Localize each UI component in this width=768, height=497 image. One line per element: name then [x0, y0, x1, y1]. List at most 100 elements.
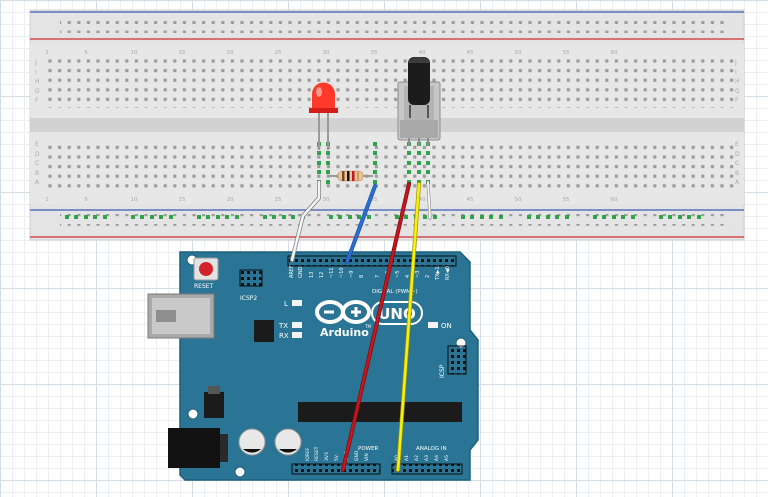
- mounting-hole: [187, 408, 199, 420]
- digital-pin-label: 13: [309, 272, 315, 278]
- icsp-header: [447, 345, 467, 375]
- resistor[interactable]: [328, 170, 373, 182]
- row-letter: J: [734, 59, 737, 66]
- column-number: 1: [45, 50, 49, 56]
- analog-pin-label: A3: [424, 455, 430, 461]
- bottom-terminal-holes: [44, 140, 736, 190]
- atmega-chip: [298, 402, 462, 422]
- mounting-hole: [234, 466, 246, 478]
- column-number: 1: [45, 197, 49, 203]
- column-number: 35: [371, 197, 378, 203]
- column-number: 55: [563, 197, 570, 203]
- onboard-led-tx: [292, 322, 302, 328]
- top-rail-holes: [60, 18, 730, 33]
- row-letter: A: [735, 179, 740, 186]
- resistor-band: [352, 171, 355, 181]
- resistor-band: [357, 171, 359, 181]
- power-pin-label: 3V3: [324, 452, 330, 461]
- icsp2-header: [239, 269, 263, 287]
- column-number: 20: [227, 50, 234, 56]
- digital-pin-label: 8: [359, 275, 365, 278]
- led-highlight: [316, 87, 322, 97]
- power-pin-label: 5V: [334, 454, 340, 461]
- led-rim: [309, 108, 338, 113]
- digital-header: [287, 255, 457, 267]
- column-number: 15: [179, 50, 186, 56]
- usb-chip: [254, 320, 274, 342]
- arduino-infinity-logo-icon: [315, 300, 371, 324]
- usb-port-icon: [147, 293, 215, 339]
- digital-pin-label: RX◀0: [445, 266, 451, 280]
- reset-button-icon[interactable]: [193, 257, 219, 281]
- tx-led-label: TX: [278, 322, 288, 330]
- row-letter: E: [35, 141, 39, 148]
- resistor-band: [342, 171, 345, 181]
- digital-pin-label: ~5: [395, 271, 401, 278]
- icsp2-label: ICSP2: [240, 295, 257, 302]
- digital-pin-label: 12: [319, 272, 325, 278]
- uno-badge: UNO: [371, 301, 423, 325]
- column-number: 30: [323, 197, 330, 203]
- row-letters: J I H G F E D C B A J I H G F E D C B A: [34, 59, 740, 186]
- row-letter: H: [735, 78, 740, 85]
- pot-knob-top: [408, 57, 430, 63]
- jumper-gnd[interactable]: [427, 181, 431, 219]
- trademark-label: TM: [364, 324, 371, 329]
- analog-pin-label: A1: [404, 455, 410, 461]
- column-number: 35: [371, 50, 378, 56]
- column-number: 20: [227, 197, 234, 203]
- column-number: 45: [467, 50, 474, 56]
- row-letter: G: [735, 88, 740, 95]
- column-numbers: 1 5 10 15 20 25 30 35 40 45 50 55 60 1 5…: [45, 50, 618, 203]
- analog-pin-label: A5: [444, 455, 450, 461]
- column-number: 10: [131, 197, 138, 203]
- wire-yellow-a0[interactable]: [396, 182, 421, 472]
- wire-red-5v[interactable]: [341, 182, 411, 472]
- column-number: 25: [275, 50, 282, 56]
- gnd-label: GND: [298, 266, 304, 278]
- pot-base: [400, 120, 438, 138]
- aref-label: AREF: [289, 265, 295, 278]
- wire-blue-pin9[interactable]: [345, 184, 377, 264]
- row-letter: D: [35, 151, 40, 158]
- digital-pin-label: ~11: [329, 267, 335, 278]
- regulator-tab: [208, 386, 220, 394]
- capacitor: [238, 428, 266, 456]
- top-terminal-holes: [44, 58, 736, 108]
- digital-pin-label: 2: [425, 275, 431, 278]
- icsp-label: ICSP: [439, 364, 446, 378]
- row-letter: I: [735, 69, 737, 76]
- wire-white-gnd[interactable]: [290, 180, 321, 262]
- column-number: 30: [323, 50, 330, 56]
- center-channel: [30, 118, 744, 132]
- digital-pin-label: ~3: [415, 271, 421, 278]
- board-pcb: [179, 251, 479, 481]
- power-header-label: POWER: [358, 446, 379, 452]
- resistor-body: [337, 170, 364, 182]
- row-letter: B: [735, 170, 739, 177]
- column-number: 45: [467, 197, 474, 203]
- column-number: 5: [84, 50, 88, 56]
- l-led-label: L: [284, 300, 288, 308]
- reset-label: RESET: [194, 283, 214, 290]
- power-pin-label: VIN: [364, 453, 370, 461]
- power-jack-icon: [168, 428, 228, 468]
- power-pin-label: RESET: [314, 446, 320, 461]
- potentiometer[interactable]: [397, 57, 441, 146]
- column-number: 50: [515, 197, 522, 203]
- breadboard: J I H G F E D C B A J I H G F E D C B A …: [29, 9, 745, 241]
- analog-header: [391, 463, 463, 475]
- analog-pin-label: A2: [414, 455, 420, 461]
- column-number: 60: [611, 197, 618, 203]
- column-number: 55: [563, 50, 570, 56]
- pot-knob[interactable]: [408, 57, 430, 105]
- digital-pin-label: ~10: [339, 267, 345, 278]
- onboard-led-l: [292, 300, 302, 306]
- digital-pin-label: ~9: [349, 271, 355, 278]
- red-led[interactable]: [309, 82, 338, 151]
- row-letter: G: [35, 88, 40, 95]
- row-letter: E: [735, 141, 739, 148]
- onboard-led-rx: [292, 332, 302, 338]
- analog-header-label: ANALOG IN: [416, 446, 447, 452]
